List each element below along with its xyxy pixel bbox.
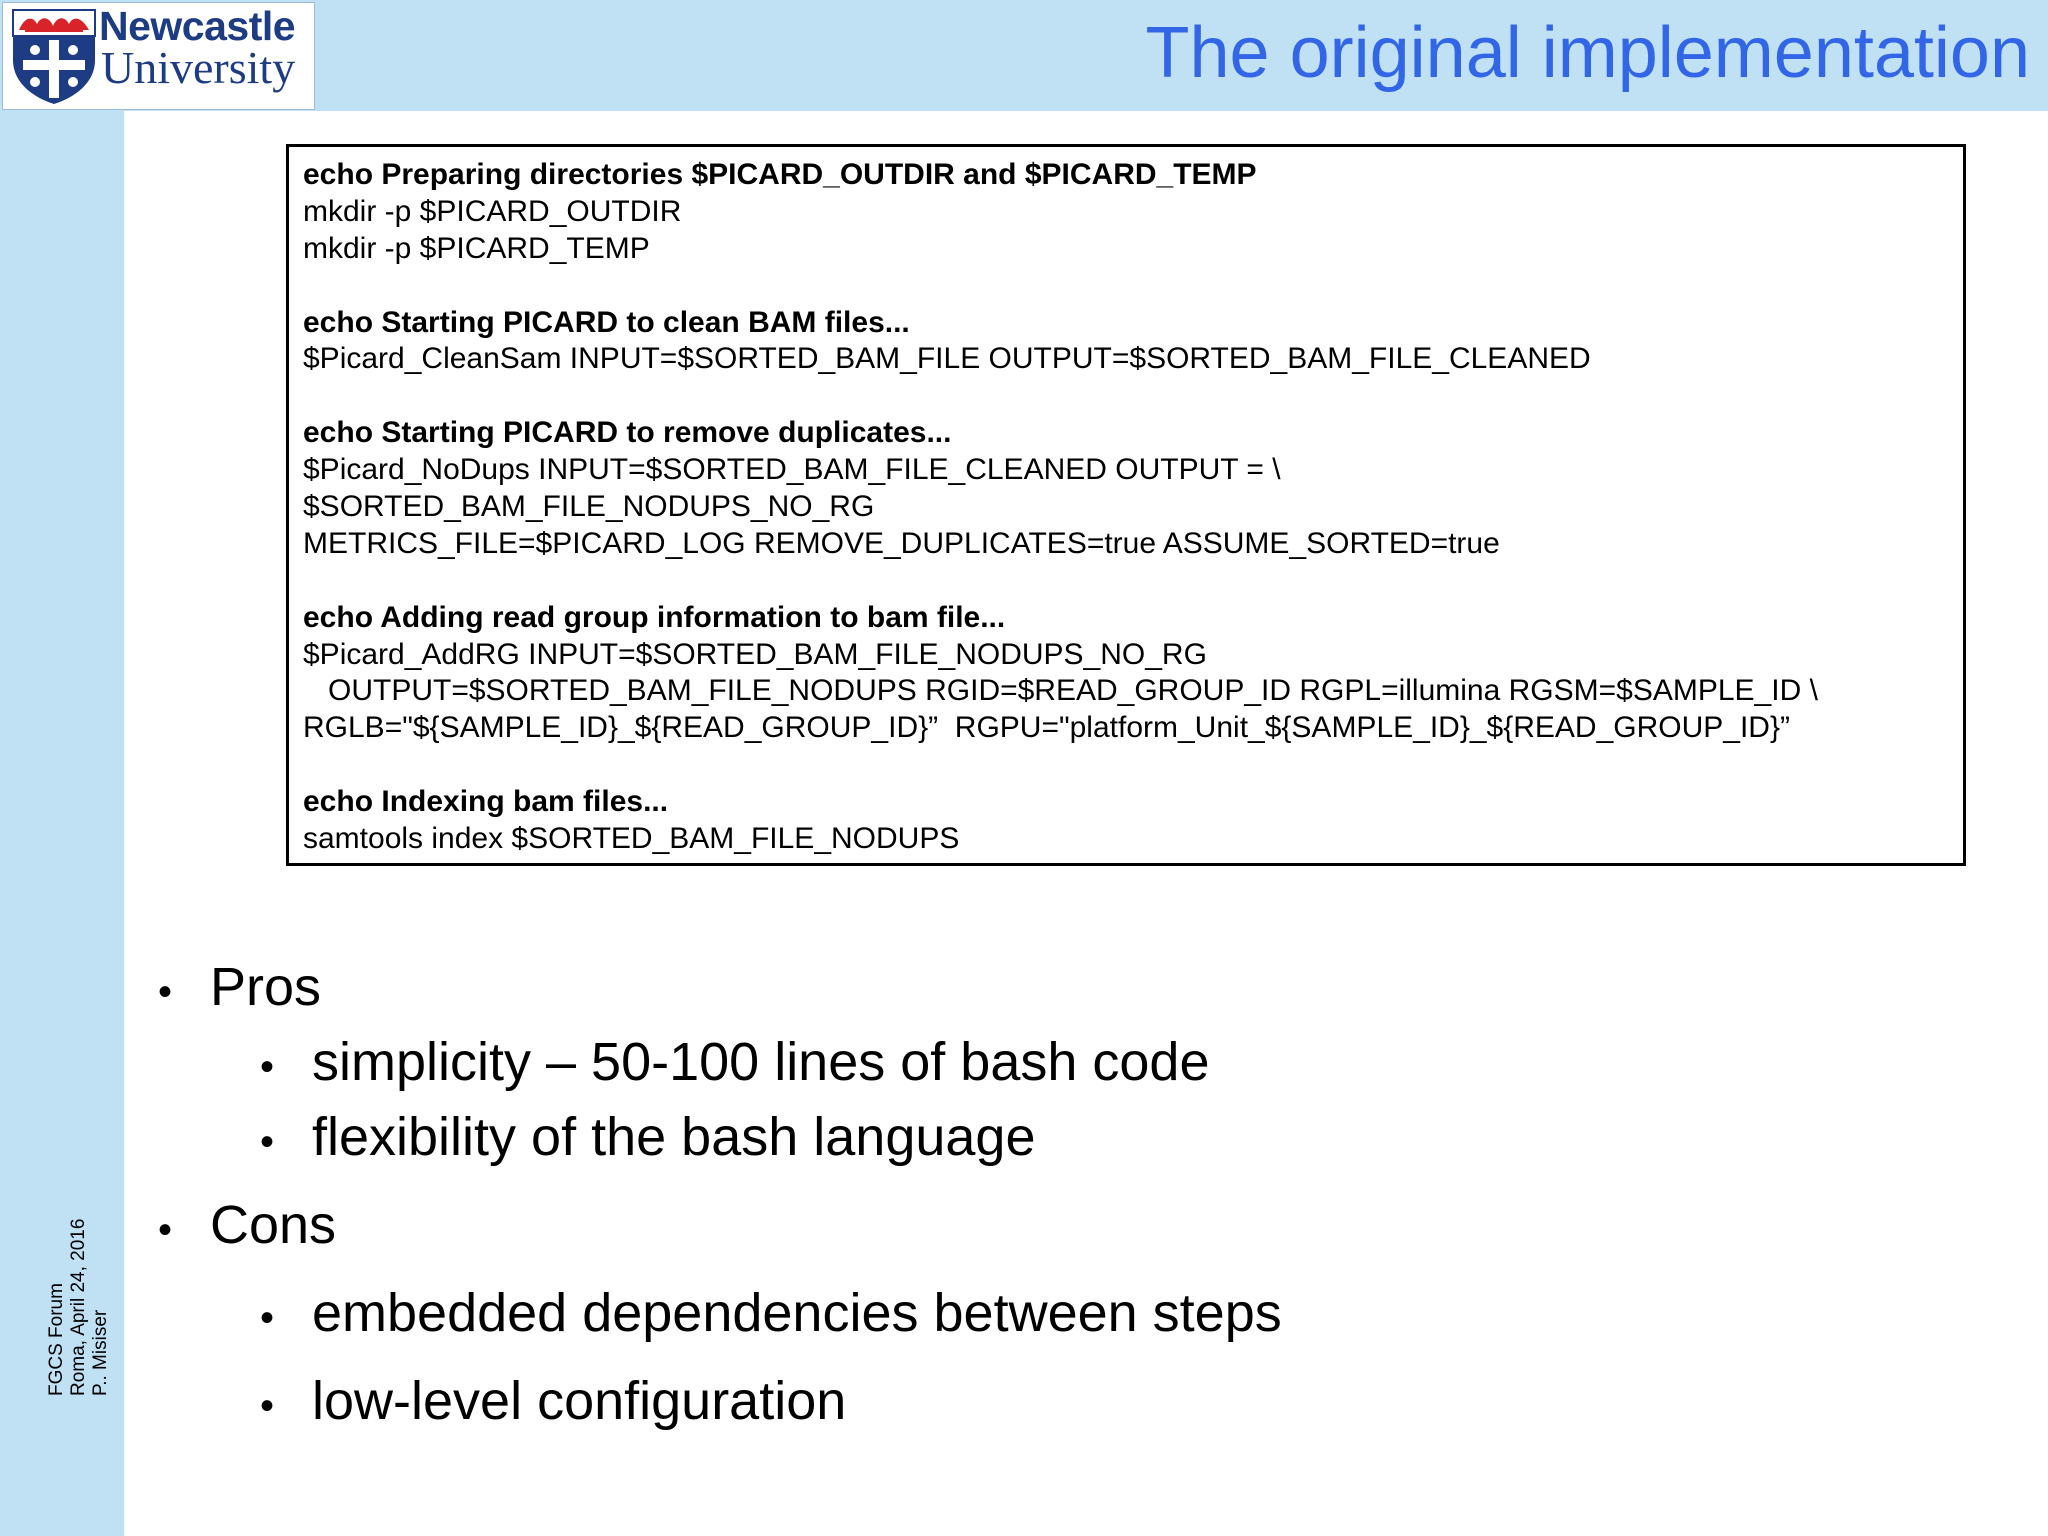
bullet-dot-icon: • (260, 1045, 275, 1089)
bullet-subitem: • embedded dependencies between steps (260, 1282, 1282, 1344)
bullet-subitem: • simplicity – 50-100 lines of bash code (260, 1031, 1210, 1093)
code-comment-line: echo Adding read group information to ba… (303, 600, 1006, 634)
bullet-text: simplicity – 50-100 lines of bash code (312, 1032, 1210, 1092)
code-comment-line: echo Starting PICARD to clean BAM files.… (303, 305, 910, 339)
code-line: $Picard_CleanSam INPUT=$SORTED_BAM_FILE … (303, 342, 1591, 376)
university-logo: Newcastle University (2, 2, 315, 110)
bullet-text: embedded dependencies between steps (312, 1283, 1282, 1343)
code-line: samtools index $SORTED_BAM_FILE_NODUPS (303, 822, 960, 856)
bullet-dot-icon: • (158, 1208, 173, 1252)
header-band (0, 0, 2048, 111)
bullet-item-pros: • Pros (158, 956, 321, 1018)
code-line: OUTPUT=$SORTED_BAM_FILE_NODUPS RGID=$REA… (303, 674, 1818, 708)
bullet-dot-icon: • (260, 1120, 275, 1164)
code-line: mkdir -p $PICARD_OUTDIR (303, 194, 682, 228)
logo-text-newcastle: Newcastle (99, 3, 296, 49)
bullet-text: low-level configuration (312, 1371, 847, 1431)
bullet-text: flexibility of the bash language (312, 1107, 1036, 1167)
code-line: METRICS_FILE=$PICARD_LOG REMOVE_DUPLICAT… (303, 526, 1500, 560)
bullet-label-cons: Cons (210, 1195, 337, 1255)
code-block: echo Preparing directories $PICARD_OUTDI… (286, 144, 1966, 866)
code-line: $Picard_NoDups INPUT=$SORTED_BAM_FILE_CL… (303, 453, 1281, 487)
logo-text-university: University (101, 42, 296, 93)
footer-event: FGCS Forum (46, 1283, 67, 1396)
bullet-label-pros: Pros (210, 957, 322, 1017)
code-line: $Picard_AddRG INPUT=$SORTED_BAM_FILE_NOD… (303, 637, 1207, 671)
shield-icon (12, 9, 96, 104)
code-line: $SORTED_BAM_FILE_NODUPS_NO_RG (303, 490, 875, 524)
bullet-dot-icon: • (260, 1384, 275, 1428)
slide-title: The original implementation (1145, 13, 2030, 93)
code-comment-line: echo Indexing bam files... (303, 785, 669, 819)
bullet-dot-icon: • (158, 970, 173, 1014)
footer-date: Roma, April 24, 2016 (68, 1218, 89, 1396)
code-line: RGLB="${SAMPLE_ID}_${READ_GROUP_ID}” RGP… (303, 711, 1790, 745)
bullet-dot-icon: • (260, 1296, 275, 1340)
bullet-item-cons: • Cons (158, 1194, 336, 1256)
side-band (0, 0, 124, 1536)
code-comment-line: echo Preparing directories $PICARD_OUTDI… (303, 158, 1257, 191)
bullet-subitem: • flexibility of the bash language (260, 1106, 1036, 1168)
footer-info: FGCS Forum Roma, April 24, 2016 P.. Misi… (46, 1186, 112, 1396)
code-comment-line: echo Starting PICARD to remove duplicate… (303, 416, 952, 450)
bullet-subitem: • low-level configuration (260, 1370, 846, 1432)
code-line: mkdir -p $PICARD_TEMP (303, 231, 650, 265)
footer-author: P.. Misiser (90, 1309, 111, 1396)
